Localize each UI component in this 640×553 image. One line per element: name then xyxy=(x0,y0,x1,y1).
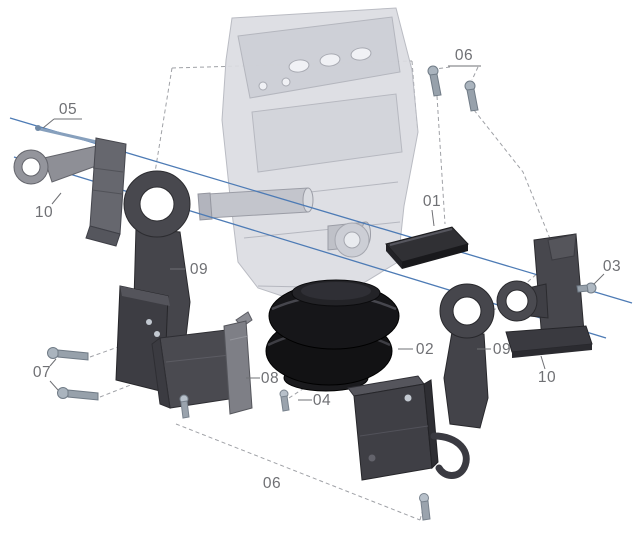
part-05-rod xyxy=(35,125,103,145)
label-06-bottom: 06 xyxy=(263,475,281,492)
part-02-air-spring xyxy=(265,279,400,392)
label-02: 02 xyxy=(416,341,434,358)
bracket-slot-hole xyxy=(319,53,341,67)
bracket-strap xyxy=(443,331,489,429)
label-09-right: 09 xyxy=(493,341,511,358)
bracket-slot-hole xyxy=(350,47,372,61)
lever-bracket xyxy=(89,137,127,235)
bracket-slot-hole xyxy=(288,59,310,73)
part-03-bolt xyxy=(576,282,597,294)
label-03: 03 xyxy=(603,258,621,275)
axle-pin-nut xyxy=(197,192,213,221)
hook-bar xyxy=(430,432,470,479)
part-09-bracket-left xyxy=(115,170,191,393)
label-10-right: 10 xyxy=(538,369,556,386)
part-06-bolts-top xyxy=(427,65,479,112)
part-number-labels: 05 06 10 01 03 09 02 09 10 08 04 07 06 xyxy=(33,47,621,492)
bolt-shaft xyxy=(180,400,190,419)
bolt-shaft xyxy=(57,349,89,361)
label-10-left: 10 xyxy=(35,204,53,221)
small-bolt-mid xyxy=(179,394,190,419)
bolt-shaft xyxy=(280,395,290,412)
bolt-shaft xyxy=(429,73,442,97)
bolt-head xyxy=(57,387,69,399)
bracket-bolt-hole xyxy=(258,81,268,91)
stud xyxy=(146,319,152,325)
label-07: 07 xyxy=(33,364,51,381)
bolt-shaft xyxy=(466,88,479,112)
label-08: 08 xyxy=(261,370,279,387)
bolt-shaft xyxy=(576,284,589,293)
part-06-bracket-bottom xyxy=(347,375,439,481)
label-04: 04 xyxy=(313,392,331,409)
part-10-bracket-right xyxy=(496,233,593,358)
part-09-bracket-right xyxy=(439,283,495,429)
label-06-top: 06 xyxy=(455,47,473,64)
bolt-head xyxy=(47,347,59,359)
bolt-shaft xyxy=(420,500,431,521)
label-leader-lines xyxy=(42,65,605,401)
rod-head xyxy=(35,125,41,131)
bolt-hole xyxy=(368,454,376,462)
part-10-lever-left xyxy=(13,137,127,247)
bolt-bottom xyxy=(419,493,431,521)
part-07-bolts xyxy=(47,347,99,401)
label-01: 01 xyxy=(423,193,441,210)
stud xyxy=(404,394,412,402)
stud xyxy=(154,331,160,337)
part-08-strap xyxy=(223,311,253,415)
part-01-pad xyxy=(385,226,469,269)
bracket-bolt-hole xyxy=(281,77,291,87)
support-bracket-mid xyxy=(151,329,237,409)
main-frame-bracket-ghost xyxy=(197,7,419,303)
label-05: 05 xyxy=(59,101,77,118)
bolt-shaft xyxy=(67,389,99,401)
label-09-left: 09 xyxy=(190,261,208,278)
part-04-stud xyxy=(279,389,290,412)
